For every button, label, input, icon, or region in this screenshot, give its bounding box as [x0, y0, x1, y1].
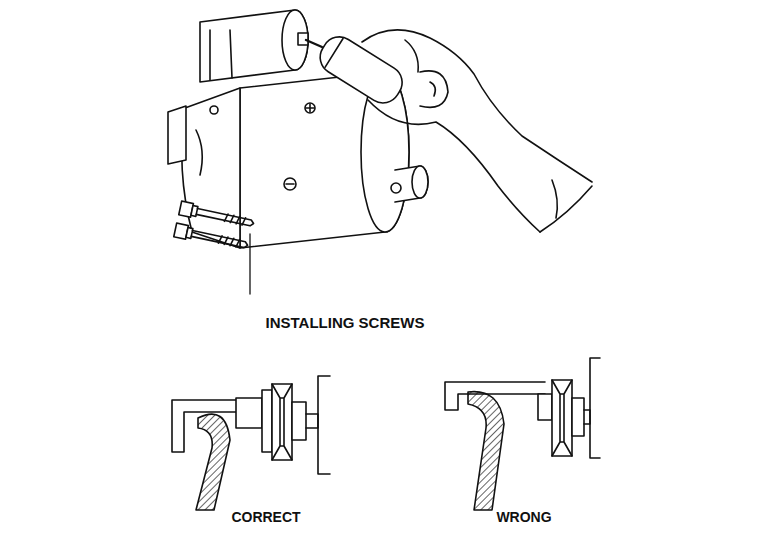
starter-motor — [168, 10, 428, 248]
screws — [174, 201, 255, 294]
correct-engagement — [172, 376, 330, 510]
figure-label: WRONG — [496, 509, 551, 525]
leader-line — [249, 234, 250, 294]
figure-label: INSTALLING SCREWS — [266, 314, 425, 331]
hand-with-screwdriver — [306, 30, 592, 232]
figure-label: CORRECT — [231, 509, 300, 525]
wrong-engagement — [445, 358, 600, 510]
